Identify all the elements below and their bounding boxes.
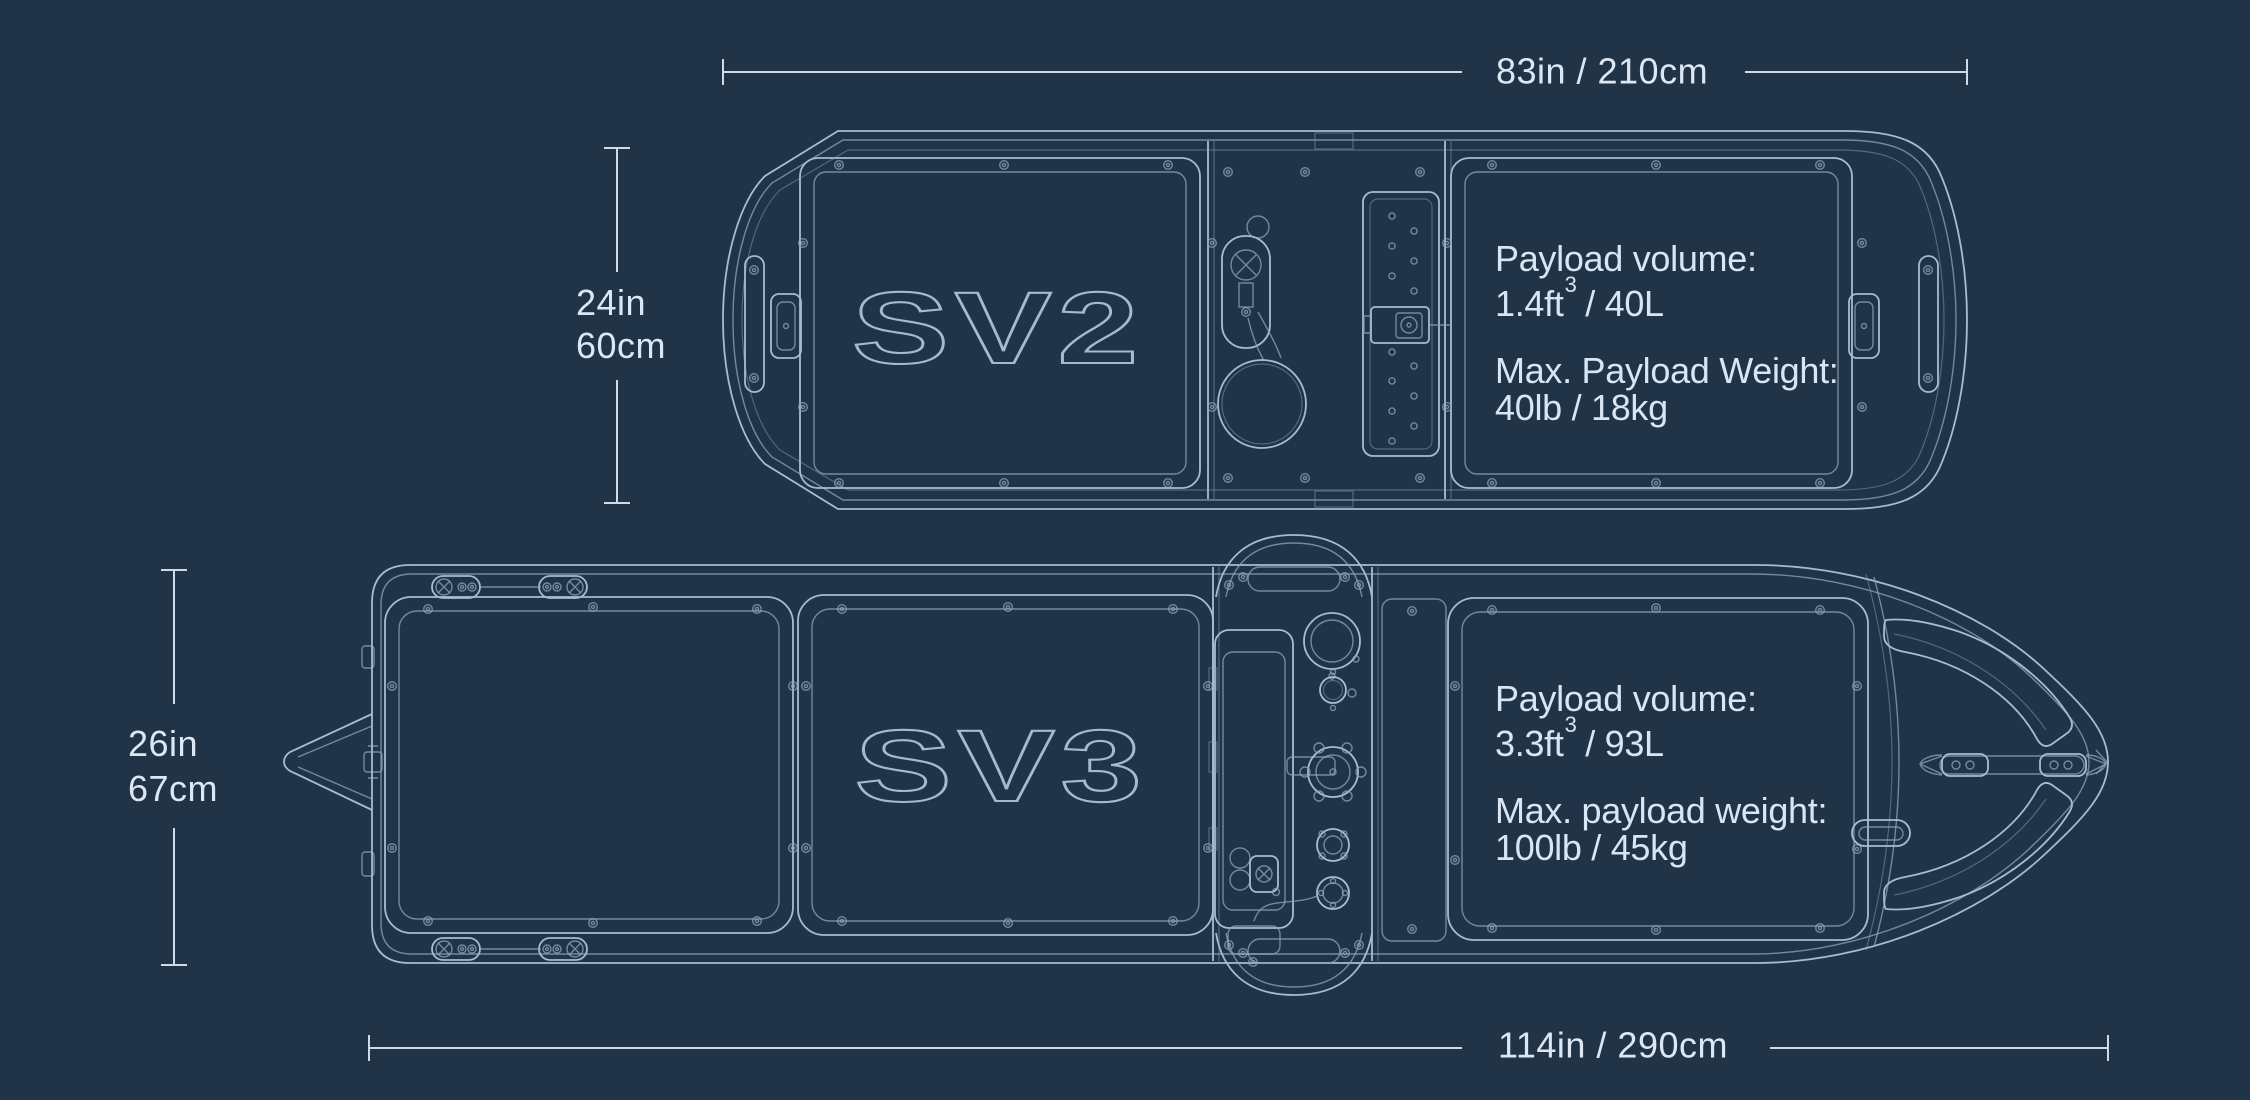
sv3-beam-inches: 26in [128, 723, 199, 764]
sv3-beam-label: 26in 67cm [128, 721, 218, 811]
sv2-logo: SV2 [852, 271, 1144, 385]
cubic-sup: 3 [1564, 272, 1577, 297]
sv2-payload-weight-value: 40lb / 18kg [1495, 387, 1668, 428]
sv3-beam-cm: 67cm [128, 768, 219, 809]
sv3-payload-volume-value: 3.3ft3 / 93L [1495, 712, 1664, 764]
sv2-payload-volume-value: 1.4ft3 / 40L [1495, 272, 1664, 324]
cubic-sup: 3 [1564, 712, 1577, 737]
sv2-length-label: 83in / 210cm [1495, 50, 1709, 92]
dimension-lines [161, 59, 2109, 1061]
sv3-payload-volume-label: Payload volume: [1495, 678, 1757, 719]
sv2-beam-label: 24in 60cm [576, 281, 666, 367]
sv3-payload-weight-label: Max. payload weight: [1495, 790, 1828, 831]
sv2-beam-inches: 24in [576, 282, 647, 323]
sv2-payload-specs: Payload volume: 1.4ft3 / 40L Max. Payloa… [1495, 240, 1839, 426]
sv2-payload-volume-label: Payload volume: [1495, 238, 1757, 279]
sv3-logo: SV3 [855, 709, 1148, 823]
sv2-beam-cm: 60cm [576, 325, 667, 366]
sv3-drawing: SV3 [283, 534, 2109, 996]
sv2-drawing: SV2 [722, 130, 1968, 510]
sv3-length-label: 114in / 290cm [1498, 1024, 1728, 1066]
sv3-payload-weight-value: 100lb / 45kg [1495, 827, 1688, 868]
sv2-payload-weight-label: Max. Payload Weight: [1495, 350, 1839, 391]
sv3-payload-specs: Payload volume: 3.3ft3 / 93L Max. payloa… [1495, 680, 1827, 866]
